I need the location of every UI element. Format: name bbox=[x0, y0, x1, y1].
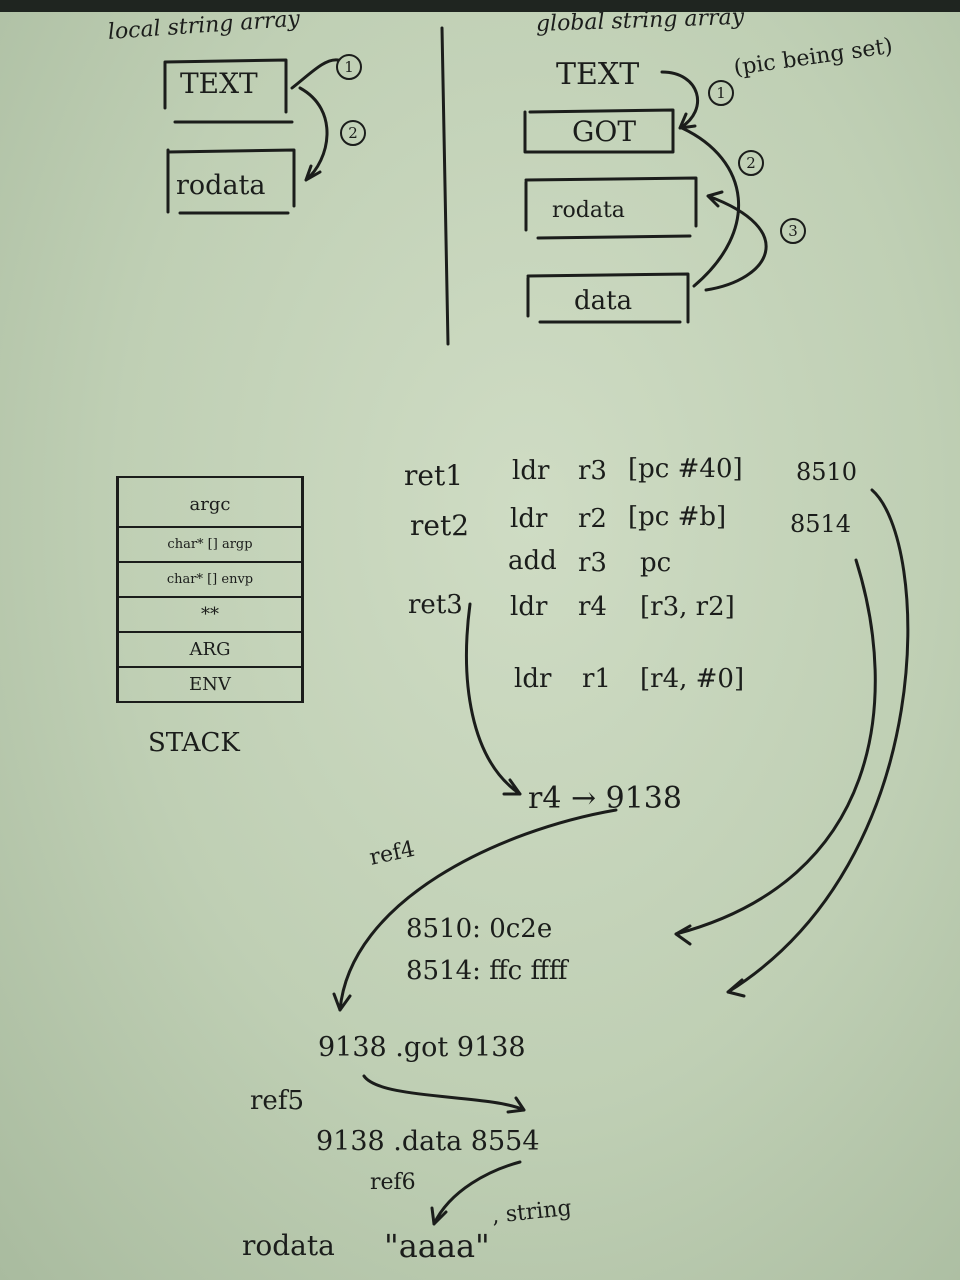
memory-8510: 8510: 0c2e bbox=[406, 914, 553, 944]
arrow-ref4 bbox=[332, 808, 618, 1012]
arrow-ref6 bbox=[430, 1160, 522, 1226]
step-r1-marker: 1 bbox=[708, 80, 734, 106]
code-op-1: ldr bbox=[512, 456, 550, 486]
stack-cell-argp: char* [] argp bbox=[116, 528, 304, 563]
box-data-label: data bbox=[574, 286, 633, 316]
code-arg-4: [r3, r2] bbox=[640, 592, 735, 622]
arrow-ref5 bbox=[362, 1074, 526, 1114]
code-arg-3: pc bbox=[640, 548, 672, 578]
stack-label: STACK bbox=[148, 728, 240, 758]
data-row: 9138 .data 8554 bbox=[316, 1126, 540, 1157]
code-reg-3: r3 bbox=[578, 548, 607, 578]
rodata-label: rodata bbox=[242, 1229, 335, 1262]
ref6-label: ref6 bbox=[370, 1170, 416, 1195]
r4-result: r4 → 9138 bbox=[528, 781, 682, 816]
stack-cell-argc: argc bbox=[116, 476, 304, 528]
box-got-label: GOT bbox=[572, 115, 636, 148]
code-reg-1: r3 bbox=[578, 456, 607, 486]
rodata-value: "aaaa" bbox=[384, 1227, 490, 1265]
arrow-step1 bbox=[290, 58, 340, 90]
memory-8514: 8514: ffc ffff bbox=[406, 956, 568, 986]
code-ref-ret3: ret3 bbox=[408, 590, 463, 620]
box-text-outline bbox=[163, 58, 294, 124]
code-ref-ret1: ret1 bbox=[404, 459, 464, 492]
code-op-4: ldr bbox=[510, 592, 548, 622]
step-r3-marker: 3 bbox=[780, 218, 806, 244]
box-text-label: TEXT bbox=[180, 67, 258, 100]
code-reg-5: r1 bbox=[582, 664, 611, 694]
box-rodata-label: rodata bbox=[176, 170, 266, 201]
box-data-outline bbox=[526, 272, 690, 324]
got-row: 9138 .got 9138 bbox=[318, 1032, 526, 1063]
code-addr-8514: 8514 bbox=[790, 510, 852, 538]
ref5-label: ref5 bbox=[250, 1086, 304, 1116]
box-got-outline bbox=[523, 108, 675, 154]
whiteboard-frame bbox=[0, 0, 960, 12]
stack-cell-double-star: ** bbox=[116, 598, 304, 633]
code-reg-4: r4 bbox=[578, 592, 607, 622]
stack-cell-env: ENV bbox=[116, 668, 304, 703]
code-op-2: ldr bbox=[510, 504, 548, 534]
box-rodata-outline bbox=[166, 148, 296, 215]
arrow-ret3-r4 bbox=[465, 602, 522, 796]
box-rodata-right-label: rodata bbox=[552, 198, 625, 223]
stack-cell-arg: ARG bbox=[116, 633, 304, 668]
arrow-r-step1 bbox=[660, 70, 699, 130]
code-reg-2: r2 bbox=[578, 504, 607, 534]
arrow-ret1-mem bbox=[726, 488, 910, 998]
text-segment-label: TEXT bbox=[556, 57, 640, 92]
code-addr-8510: 8510 bbox=[796, 458, 858, 486]
code-op-5: ldr bbox=[514, 664, 552, 694]
code-ref-ret2: ret2 bbox=[410, 509, 470, 542]
arrow-ret2-mem bbox=[674, 558, 877, 946]
stack-cell-envp: char* [] envp bbox=[116, 563, 304, 598]
arrow-r-step2 bbox=[680, 126, 740, 288]
code-arg-1: [pc #40] bbox=[628, 454, 743, 484]
stack-diagram: argc char* [] argp char* [] envp ** ARG … bbox=[116, 476, 304, 703]
center-divider bbox=[440, 26, 450, 346]
arrow-step2 bbox=[298, 86, 329, 182]
arrow-r-step3 bbox=[704, 190, 768, 292]
box-rodata-right-outline bbox=[524, 176, 698, 240]
step-r2-marker: 2 bbox=[738, 150, 764, 176]
step-2-marker: 2 bbox=[340, 120, 366, 146]
code-arg-5: [r4, #0] bbox=[640, 664, 745, 694]
code-op-3: add bbox=[508, 546, 557, 576]
step-1-marker: 1 bbox=[336, 54, 362, 80]
code-arg-2: [pc #b] bbox=[628, 502, 727, 532]
